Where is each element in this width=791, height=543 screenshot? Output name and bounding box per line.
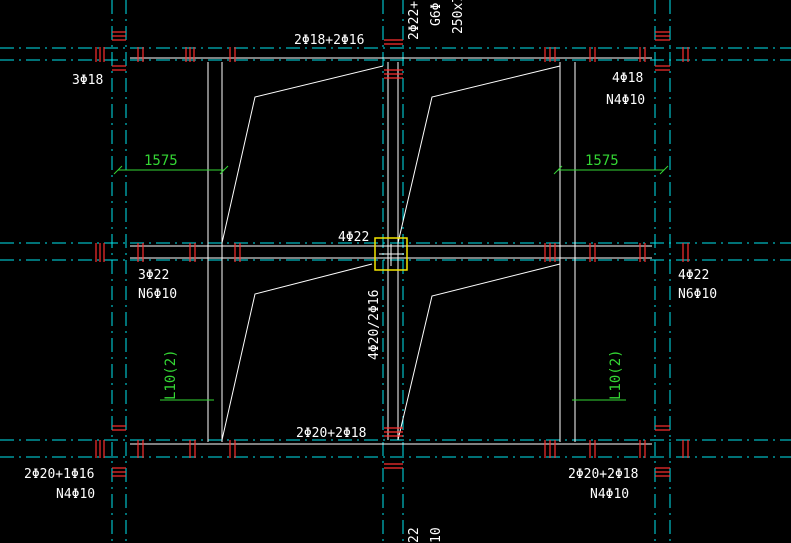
label-mid-left-n6: N6Φ10 bbox=[138, 287, 177, 302]
label-bottom-right-1: 2Φ20+2Φ18 bbox=[568, 467, 638, 482]
center-column-outline bbox=[374, 237, 408, 271]
label-bottom-left-1: 2Φ20+1Φ16 bbox=[24, 467, 94, 482]
label-center-4: 4Φ22 bbox=[338, 230, 369, 245]
dimension-lines bbox=[113, 165, 669, 401]
label-top-beam: 2Φ18+2Φ16 bbox=[294, 33, 364, 48]
label-bottom-right-n4: N4Φ10 bbox=[590, 487, 629, 502]
label-top-vertical-cut2: G6Φ bbox=[429, 2, 444, 26]
label-bottom-beam: 2Φ20+2Φ18 bbox=[296, 426, 366, 441]
vertical-axis-lines bbox=[111, 0, 671, 543]
label-mid-right-n6: N6Φ10 bbox=[678, 287, 717, 302]
label-top-vertical-cut: 2Φ22+2 bbox=[407, 0, 422, 40]
label-mid-right-4: 4Φ22 bbox=[678, 268, 709, 283]
label-right-top-n4: N4Φ10 bbox=[606, 93, 645, 108]
label-center-vertical: 4Φ20/2Φ16 bbox=[367, 290, 382, 360]
brace-bottom-right bbox=[397, 263, 561, 441]
label-left-top-3: 3Φ18 bbox=[72, 73, 103, 88]
horizontal-axis-lines bbox=[0, 47, 791, 458]
diagonal-braces bbox=[221, 65, 561, 441]
label-bottom-cut-2: 10 bbox=[429, 527, 444, 543]
brace-top-left bbox=[221, 65, 384, 244]
annotation-labels: 2Φ18+2Φ16 2Φ22+2 G6Φ 250x7 3Φ18 4Φ18 N4Φ… bbox=[24, 0, 717, 543]
label-l10-right: L10(2) bbox=[608, 349, 624, 400]
label-dim-left: 1575 bbox=[144, 153, 178, 169]
label-mid-left-3: 3Φ22 bbox=[138, 268, 169, 283]
label-bottom-cut-1: 22 bbox=[407, 527, 422, 543]
rebar-tick-marks bbox=[95, 31, 689, 477]
label-bottom-left-n4: N4Φ10 bbox=[56, 487, 95, 502]
label-top-vertical-cut3: 250x7 bbox=[451, 0, 466, 34]
brace-top-right bbox=[397, 65, 561, 244]
label-right-top-4: 4Φ18 bbox=[612, 71, 643, 86]
label-dim-right: 1575 bbox=[585, 153, 619, 169]
brace-bottom-left bbox=[221, 263, 373, 441]
label-l10-left: L10(2) bbox=[163, 349, 179, 400]
